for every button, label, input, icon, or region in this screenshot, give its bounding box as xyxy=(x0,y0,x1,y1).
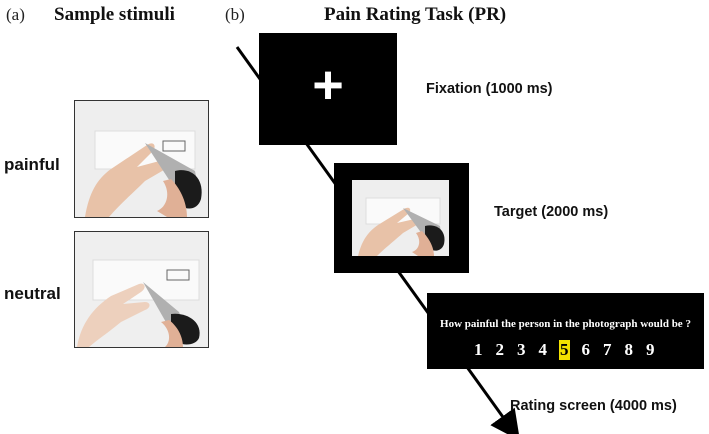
hand-with-scissors-icon xyxy=(352,180,449,256)
rating-screen: How painful the person in the photograph… xyxy=(427,293,704,369)
rating-option-7: 7 xyxy=(603,340,612,359)
panel-a-label: (a) xyxy=(6,5,25,24)
rating-duration-label: Rating screen (4000 ms) xyxy=(510,398,677,414)
rating-question: How painful the person in the photograph… xyxy=(440,318,691,330)
target-screen xyxy=(334,163,469,273)
panel-b-title: Pain Rating Task (PR) xyxy=(324,4,507,25)
rating-option-4: 4 xyxy=(538,340,548,359)
rating-option-6: 6 xyxy=(581,340,591,359)
painful-stimulus-photo xyxy=(74,100,209,218)
target-stimulus-photo xyxy=(352,180,449,256)
rating-option-3: 3 xyxy=(517,340,526,359)
rating-option-1: 1 xyxy=(474,340,483,359)
fixation-cross: + xyxy=(312,55,344,115)
condition-label-neutral: neutral xyxy=(4,284,61,303)
panel-b-label: (b) xyxy=(225,5,245,24)
hand-with-scissors-icon xyxy=(75,101,208,217)
hand-with-scissors-icon xyxy=(75,232,208,347)
rating-scale: 1 2 3 4 5 6 7 8 9 xyxy=(473,340,656,360)
target-duration-label: Target (2000 ms) xyxy=(494,204,609,220)
fixation-screen: + xyxy=(259,33,397,145)
panel-a-title: Sample stimuli xyxy=(54,4,175,25)
rating-option-2: 2 xyxy=(495,340,505,359)
rating-option-9: 9 xyxy=(646,340,655,359)
condition-label-painful: painful xyxy=(4,155,60,174)
fixation-duration-label: Fixation (1000 ms) xyxy=(426,81,553,97)
rating-option-5-selected: 5 xyxy=(559,340,570,360)
rating-option-8: 8 xyxy=(624,340,634,359)
neutral-stimulus-photo xyxy=(74,231,209,348)
